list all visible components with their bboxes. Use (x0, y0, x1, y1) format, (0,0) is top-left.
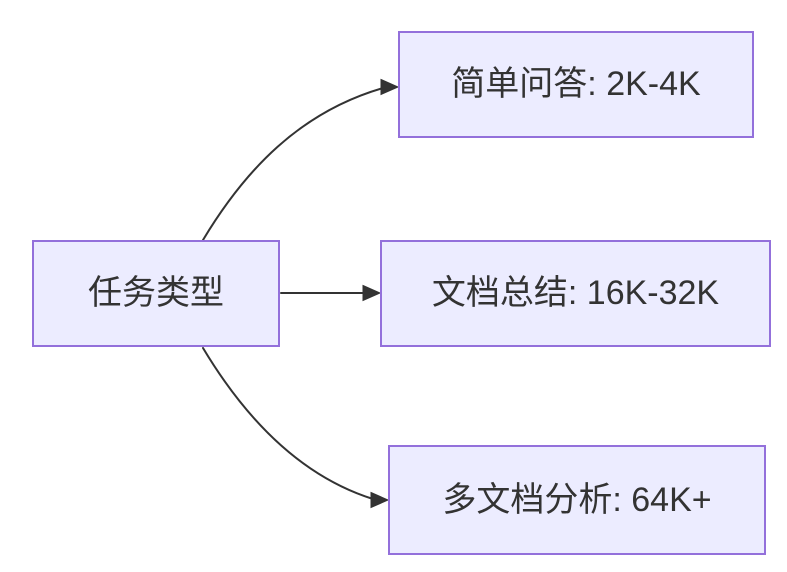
edge-root-to-branch-2 (202, 347, 374, 500)
node-doc-summary: 文档总结: 16K-32K (380, 240, 771, 347)
node-simple-qa: 简单问答: 2K-4K (398, 31, 754, 138)
edge-root-to-branch-0 (202, 87, 384, 241)
edge-root-to-branch-0-arrowhead-icon (380, 78, 400, 96)
edge-root-to-branch-1-arrowhead-icon (362, 284, 382, 302)
node-task-type: 任务类型 (32, 240, 280, 347)
node-multi-doc-analysis: 多文档分析: 64K+ (388, 445, 766, 555)
node-simple-qa-label: 简单问答: 2K-4K (451, 65, 701, 104)
edge-root-to-branch-2-arrowhead-icon (370, 491, 390, 509)
node-doc-summary-label: 文档总结: 16K-32K (431, 274, 720, 313)
node-multi-doc-analysis-label: 多文档分析: 64K+ (442, 480, 712, 519)
node-task-type-label: 任务类型 (88, 274, 224, 313)
